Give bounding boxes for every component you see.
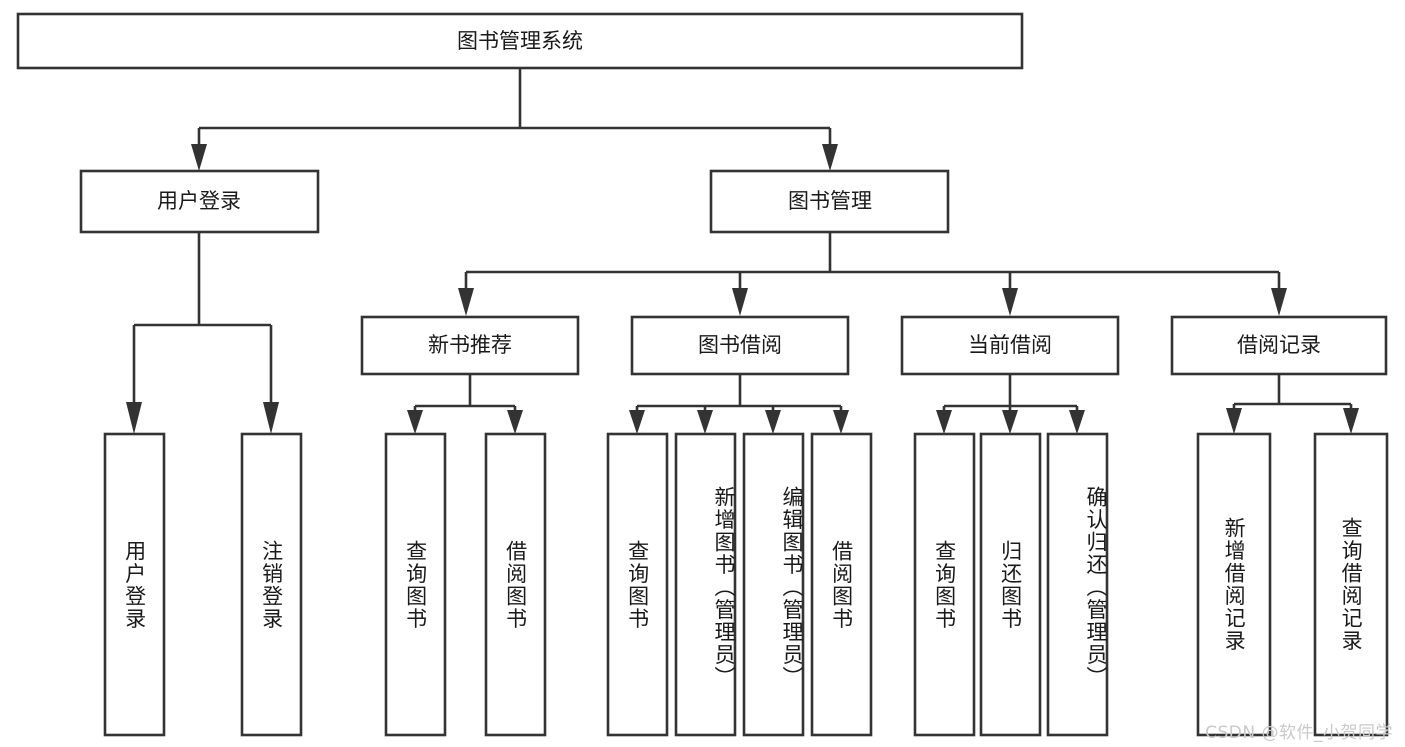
leaf-boxes <box>103 432 1389 737</box>
borrow-record-label: 借阅记录 <box>1237 333 1321 357</box>
connectors-recommend-to-leaves <box>407 374 523 434</box>
leaf-box-borrow-1[interactable] <box>606 432 669 737</box>
arrow-current-leaf-1 <box>936 410 952 434</box>
arrow-borrow-leaf-1 <box>629 410 645 434</box>
arrow-current-borrow <box>1002 288 1018 316</box>
arrow-current-leaf-3 <box>1069 410 1085 434</box>
arrow-record-leaf-2 <box>1343 408 1359 434</box>
arrow-borrow-leaf-2 <box>697 410 713 434</box>
connectors-root-to-level2 <box>191 68 838 171</box>
arrow-current-leaf-2 <box>1002 410 1018 434</box>
book-management-label: 图书管理 <box>788 189 872 213</box>
user-login-label: 用户登录 <box>157 189 241 213</box>
connectors-current-to-leaves <box>936 374 1085 434</box>
arrow-record-leaf-1 <box>1226 408 1242 434</box>
node-root[interactable]: 图书管理系统 <box>16 12 1024 70</box>
root-box <box>16 12 1024 70</box>
node-book-borrow[interactable]: 图书借阅 <box>630 315 850 376</box>
connectors-user-login-to-leaves <box>126 232 279 434</box>
arrow-user-login <box>191 144 207 171</box>
arrow-borrow-leaf-3 <box>765 410 781 434</box>
book-borrow-box <box>630 315 850 376</box>
connectors-record-to-leaves <box>1226 374 1359 434</box>
book-management-box <box>709 169 950 234</box>
leaf-box-current-2[interactable] <box>979 432 1042 737</box>
node-book-management[interactable]: 图书管理 <box>709 169 950 234</box>
node-current-borrow[interactable]: 当前借阅 <box>900 315 1120 376</box>
arrow-borrow-leaf-4 <box>833 410 849 434</box>
leaf-box-borrow-4[interactable] <box>810 432 873 737</box>
connectors-borrow-to-leaves <box>629 374 849 434</box>
leaf-box-user-login-2[interactable] <box>240 432 303 737</box>
leaf-box-recommend-1[interactable] <box>384 432 447 737</box>
arrow-recommend-leaf-2 <box>507 410 523 434</box>
leaf-box-record-1[interactable] <box>1196 432 1272 737</box>
node-borrow-record[interactable]: 借阅记录 <box>1170 315 1388 376</box>
connectors-book-management-to-level3 <box>458 232 1287 316</box>
leaf-box-current-1[interactable] <box>913 432 976 737</box>
current-borrow-label: 当前借阅 <box>968 333 1052 357</box>
leaf-box-borrow-3[interactable] <box>742 432 805 737</box>
leaf-box-recommend-2[interactable] <box>484 432 547 737</box>
current-borrow-box <box>900 315 1120 376</box>
arrow-recommend-leaf-1 <box>407 410 423 434</box>
leaf-box-user-login-1[interactable] <box>103 432 166 737</box>
arrow-borrow-record <box>1271 288 1287 316</box>
leaf-box-current-3[interactable] <box>1046 432 1109 737</box>
new-book-recommend-label: 新书推荐 <box>428 333 512 357</box>
arrow-book-management <box>822 144 838 171</box>
borrow-record-box <box>1170 315 1388 376</box>
arrow-user-login-leaf-1 <box>126 402 142 434</box>
arrow-book-borrow <box>732 288 748 316</box>
root-label: 图书管理系统 <box>457 29 583 53</box>
book-borrow-label: 图书借阅 <box>698 333 782 357</box>
node-new-book-recommend[interactable]: 新书推荐 <box>360 315 580 376</box>
arrow-user-login-leaf-2 <box>263 402 279 434</box>
csdn-watermark: CSDN @软件_小贺同学 <box>1205 723 1393 743</box>
leaf-box-borrow-2[interactable] <box>674 432 737 737</box>
node-user-login[interactable]: 用户登录 <box>79 169 320 234</box>
leaf-box-record-2[interactable] <box>1313 432 1389 737</box>
new-book-recommend-box <box>360 315 580 376</box>
arrow-new-book-recommend <box>458 288 474 316</box>
